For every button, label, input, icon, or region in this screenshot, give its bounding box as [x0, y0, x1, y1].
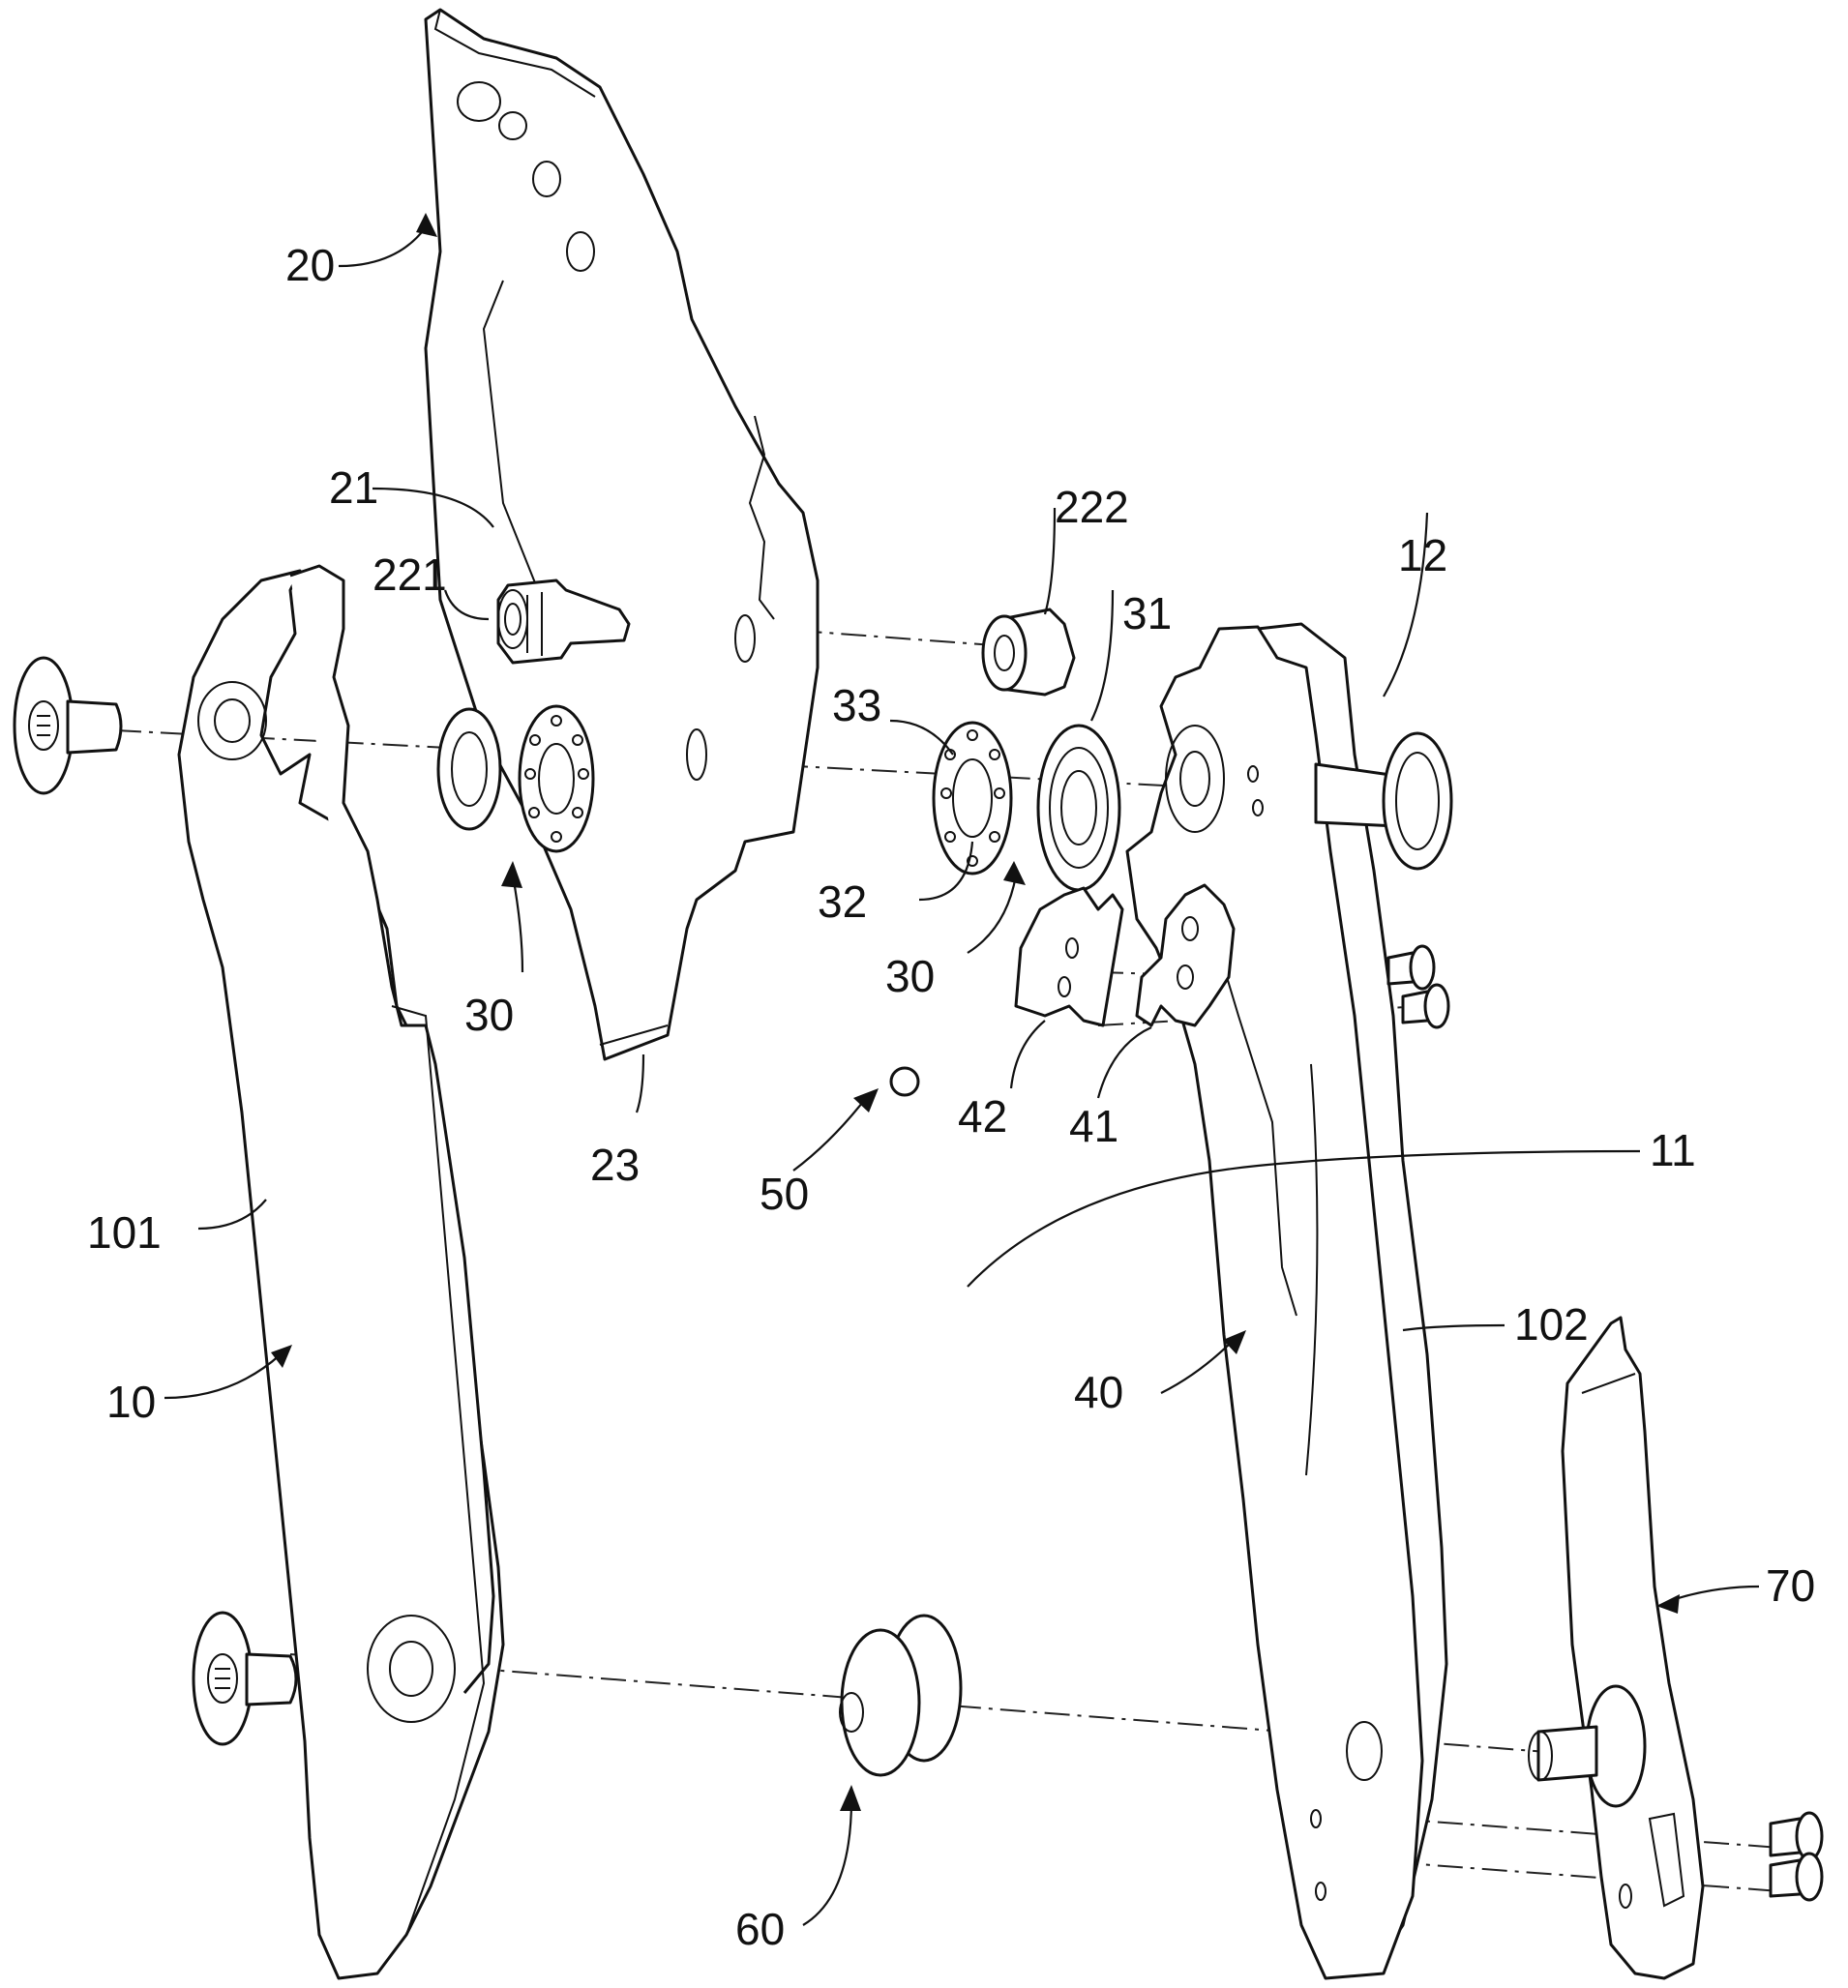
label-11: 11: [1650, 1125, 1696, 1175]
label-70: 70: [1766, 1560, 1815, 1611]
block-part-42: [1016, 888, 1122, 1025]
bushing-222: [983, 609, 1074, 695]
label-50: 50: [760, 1169, 809, 1219]
bearing-left: [520, 706, 593, 851]
label-30-left: 30: [464, 990, 514, 1040]
label-10: 10: [106, 1377, 156, 1427]
label-23: 23: [590, 1140, 640, 1190]
label-60: 60: [735, 1904, 785, 1954]
screw-bottom-left: [194, 1613, 296, 1744]
label-12: 12: [1398, 530, 1447, 580]
screw-top-left: [15, 658, 121, 793]
washer-left: [438, 709, 500, 829]
label-30-right: 30: [885, 951, 935, 1001]
label-33: 33: [832, 680, 881, 730]
backspacer-part-60: [840, 1616, 961, 1775]
label-102: 102: [1514, 1299, 1589, 1350]
label-41: 41: [1069, 1101, 1118, 1151]
label-20: 20: [285, 240, 335, 290]
detent-ball-50: [891, 1068, 918, 1095]
liner-part-40: [1127, 627, 1422, 1978]
pocket-clip-70: [1529, 1318, 1703, 1978]
label-40: 40: [1074, 1367, 1123, 1417]
label-221: 221: [373, 549, 447, 600]
blade-part-20: [426, 10, 818, 1059]
washer-31: [1038, 726, 1119, 890]
label-32: 32: [818, 876, 867, 927]
label-222: 222: [1055, 482, 1129, 532]
label-42: 42: [958, 1091, 1007, 1142]
label-31: 31: [1122, 588, 1172, 638]
label-101: 101: [87, 1207, 162, 1258]
label-21: 21: [329, 462, 378, 513]
